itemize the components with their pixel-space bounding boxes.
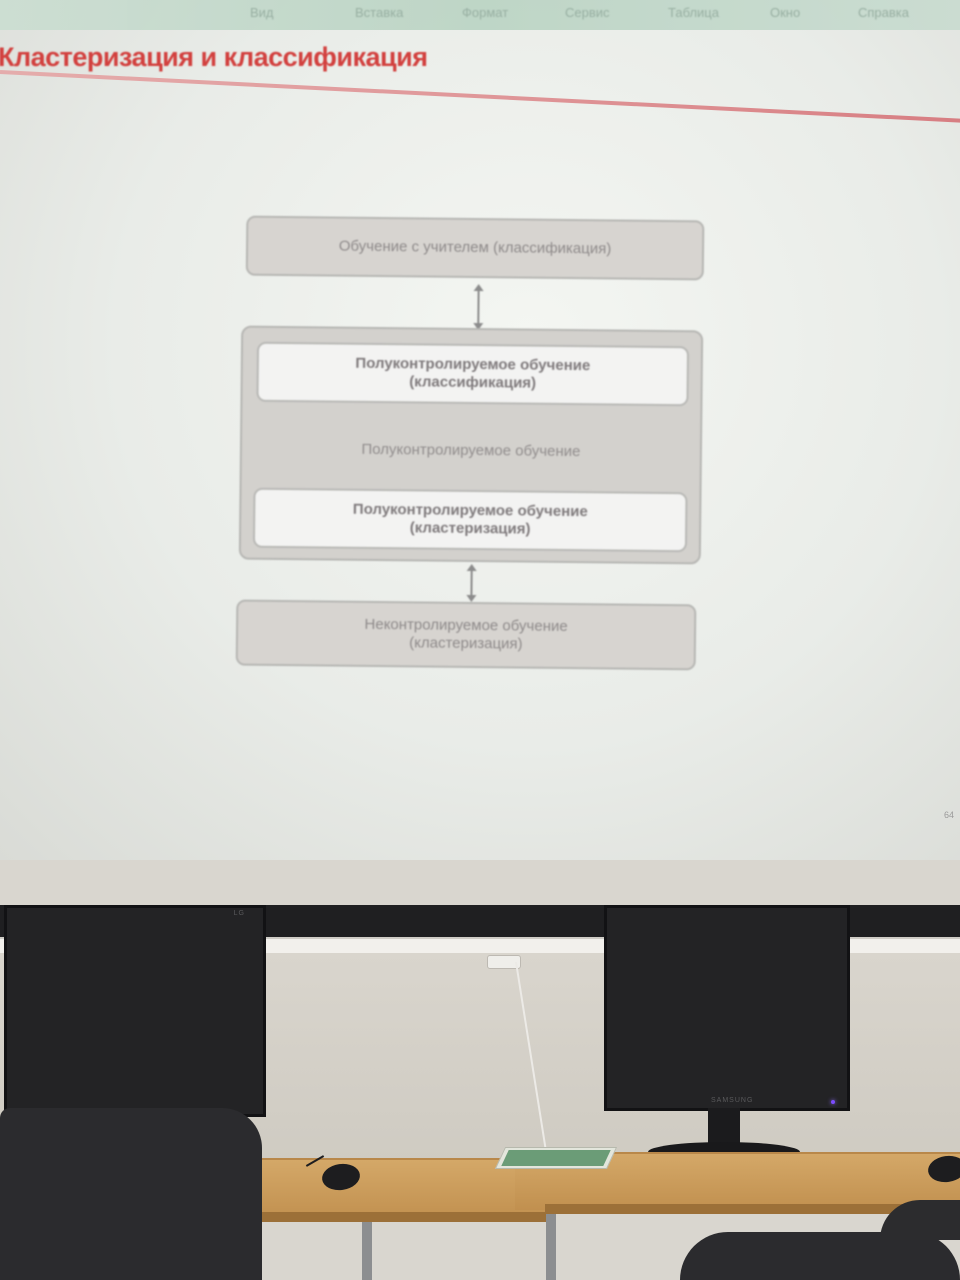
semi-supervised-group-label: Полуконтролируемое обучение: [361, 440, 581, 461]
right-monitor-brand: SAMSUNG: [711, 1097, 754, 1104]
desk-leg: [546, 1214, 556, 1280]
menu-item-tools[interactable]: Сервис: [565, 5, 610, 20]
chair-back-left: [0, 1108, 262, 1280]
semi-supervised-clustering-line1: Полуконтролируемое обучение: [352, 500, 588, 521]
semi-supervised-clustering-line2: (кластеризация): [409, 519, 531, 538]
left-monitor: LG: [4, 905, 266, 1117]
desk-left-edge: [250, 1212, 548, 1222]
slide-title: Кластеризация и классификация: [0, 42, 428, 72]
unsupervised-learning-box: Неконтролируемое обучение (кластеризация…: [235, 599, 697, 671]
projected-slide: Вид Вставка Формат Сервис Таблица Окно С…: [0, 0, 960, 860]
supervised-learning-box: Обучение с учителем (классификация): [245, 215, 705, 281]
semi-supervised-classification-box: Полуконтролируемое обучение (классификац…: [256, 341, 690, 407]
menu-item-help[interactable]: Справка: [858, 5, 909, 20]
chair-back-right: [680, 1232, 960, 1280]
slide-page-number: 64: [943, 810, 954, 820]
desk-leg: [362, 1222, 372, 1280]
left-monitor-brand: LG: [233, 910, 245, 917]
notebook: [494, 1147, 618, 1169]
right-monitor: SAMSUNG: [604, 905, 850, 1111]
double-arrow-icon: [477, 286, 480, 329]
unsupervised-learning-line1: Неконтролируемое обучение: [364, 615, 568, 636]
semi-supervised-group: Полуконтролируемое обучение (классификац…: [238, 325, 704, 565]
power-led-icon: [831, 1100, 835, 1104]
menu-item-format[interactable]: Формат: [462, 5, 509, 20]
double-arrow-icon: [470, 565, 473, 601]
app-menubar: Вид Вставка Формат Сервис Таблица Окно С…: [0, 0, 960, 30]
desk-right-edge: [545, 1204, 960, 1214]
learning-types-diagram: Обучение с учителем (классификация) Полу…: [235, 208, 711, 683]
semi-supervised-classification-line1: Полуконтролируемое обучение: [355, 354, 591, 375]
supervised-learning-label: Обучение с учителем (классификация): [338, 237, 612, 258]
unsupervised-learning-line2: (кластеризация): [409, 634, 523, 653]
title-underline: [0, 70, 960, 124]
cable-clip: [487, 955, 521, 969]
menu-item-insert[interactable]: Вставка: [355, 5, 404, 20]
menu-item-window[interactable]: Окно: [770, 5, 801, 20]
notebook-cover: [501, 1150, 611, 1166]
semi-supervised-clustering-box: Полуконтролируемое обучение (кластеризац…: [252, 487, 688, 553]
semi-supervised-classification-line2: (классификация): [409, 373, 537, 392]
menu-item-table[interactable]: Таблица: [668, 5, 719, 20]
menu-item-view[interactable]: Вид: [250, 5, 274, 20]
